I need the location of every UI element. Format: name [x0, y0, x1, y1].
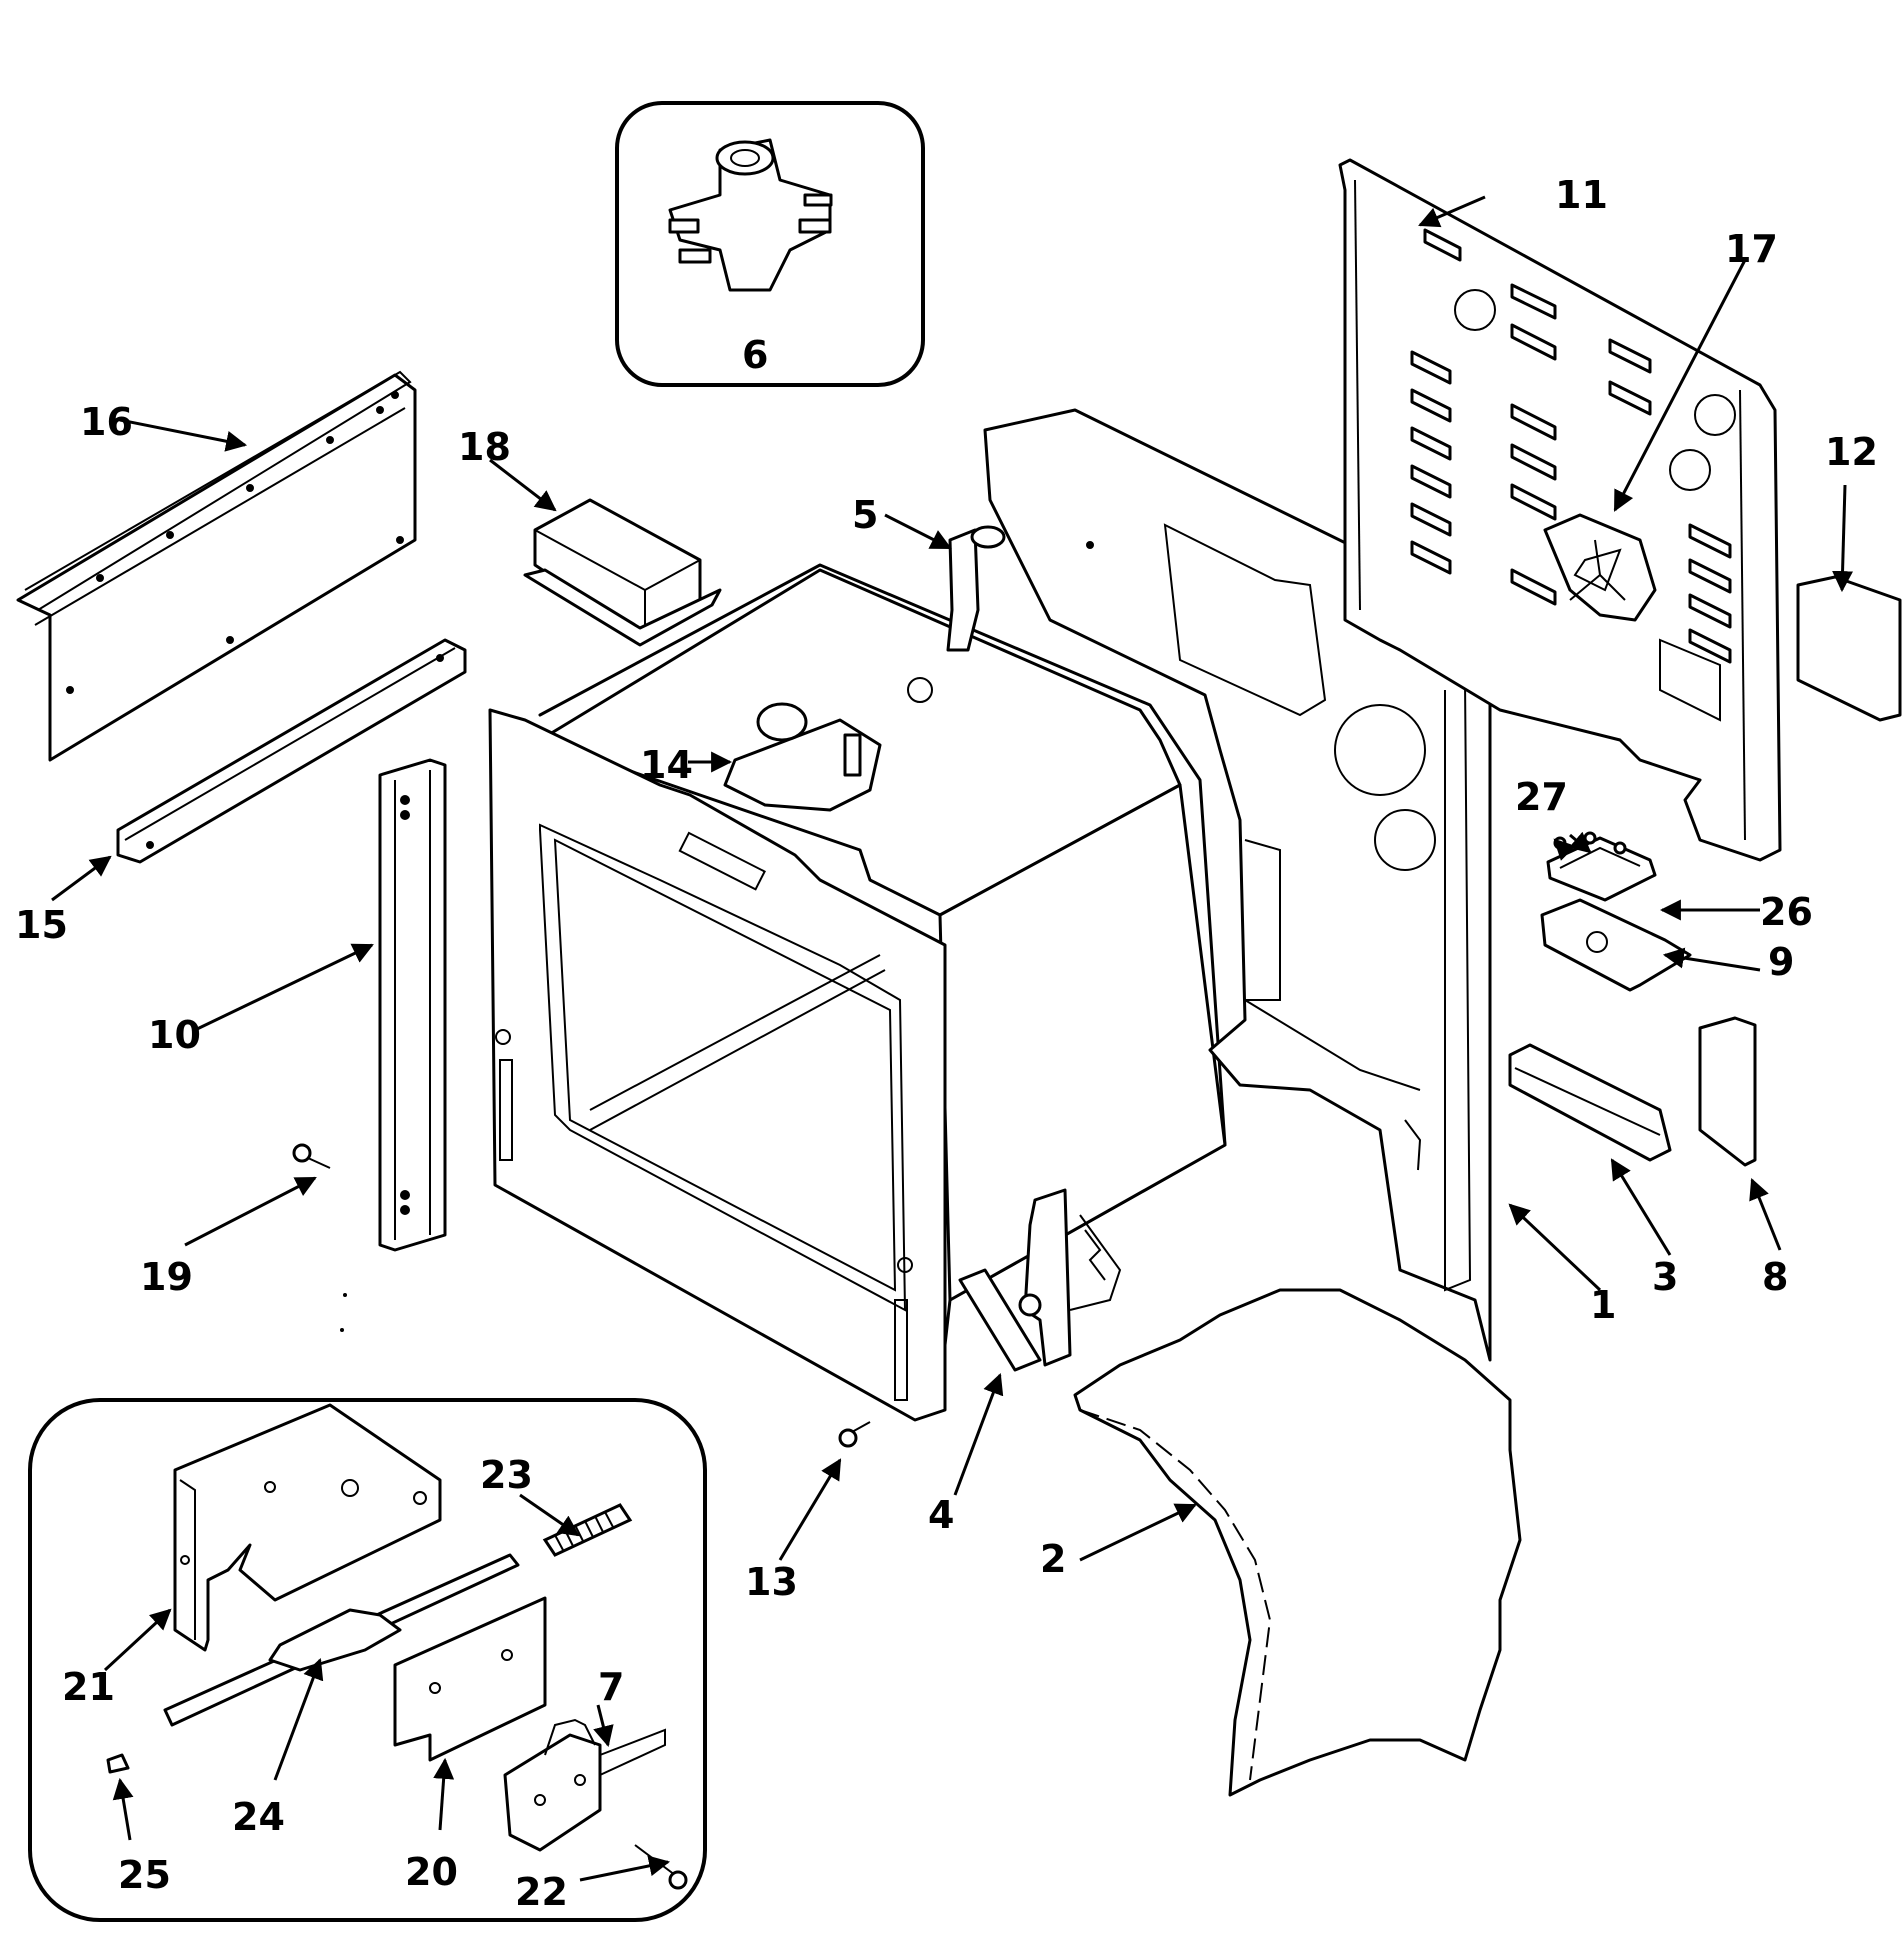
- callout-11: 11: [1555, 173, 1608, 217]
- callout-21: 21: [62, 1665, 115, 1709]
- callout-1: 1: [1590, 1283, 1616, 1327]
- part-20-latch-plate: [393, 1596, 547, 1762]
- part-11-back-panel: [1338, 158, 1782, 862]
- part-8-shield: [1698, 1016, 1757, 1167]
- callout-16: 16: [80, 400, 133, 444]
- part-12-plate: [1796, 575, 1902, 722]
- callout-18: 18: [458, 425, 511, 469]
- leader-lines: [51, 195, 1854, 1882]
- callout-19: 19: [140, 1255, 193, 1299]
- callout-12: 12: [1825, 430, 1878, 474]
- part-13-screw-icon: [838, 1421, 871, 1448]
- oven-cavity: [488, 563, 1227, 1422]
- part-26-terminal-block: [1546, 831, 1657, 902]
- part-9-bracket: [1540, 898, 1692, 992]
- callout-23: 23: [480, 1453, 533, 1497]
- callout-17: 17: [1725, 227, 1778, 271]
- part-14-thermostat-icon: [723, 702, 882, 812]
- callout-15: 15: [15, 903, 68, 947]
- part-4-door-hinge: [958, 1188, 1122, 1372]
- callout-6: 6: [742, 333, 768, 377]
- part-21-latch-bracket: [173, 1403, 442, 1652]
- part-25-nut-icon: [106, 1753, 130, 1774]
- callout-26: 26: [1760, 890, 1813, 934]
- callout-4: 4: [928, 1493, 954, 1537]
- part-7-micro-switch-icon: [503, 1718, 666, 1852]
- callout-labels: 1 2 3 4 5 6 7 8 9 10 11 12 13 14 15 16 1…: [15, 173, 1878, 1914]
- thermal-limit-switch-icon: [668, 138, 833, 292]
- callout-9: 9: [1768, 940, 1794, 984]
- part-17-fan-motor-icon: [1543, 513, 1657, 622]
- callout-7: 7: [598, 1665, 624, 1709]
- callout-20: 20: [405, 1850, 458, 1894]
- inset-door-latch-assembly: [28, 1398, 707, 1922]
- callout-3: 3: [1652, 1255, 1678, 1299]
- part-2-insulation: [1073, 1288, 1522, 1797]
- part-3-side-rail: [1508, 1043, 1672, 1162]
- part-19-screw-icon: [292, 1143, 331, 1169]
- callout-5: 5: [852, 493, 878, 537]
- callout-10: 10: [148, 1013, 201, 1057]
- callout-25: 25: [118, 1853, 171, 1897]
- panel-vent-slots: [1410, 228, 1732, 664]
- callout-27: 27: [1515, 775, 1568, 819]
- part-18-box: [523, 498, 722, 647]
- callout-24: 24: [232, 1795, 285, 1839]
- callout-22: 22: [515, 1870, 568, 1914]
- part-5-vent-tube: [946, 525, 1006, 652]
- part-16-top-rail: [16, 370, 417, 762]
- callout-14: 14: [640, 743, 693, 787]
- part-24-latch-rod: [163, 1553, 520, 1727]
- part-15-angle-rail: [116, 638, 467, 864]
- part-10-side-strip: [378, 758, 447, 1252]
- callout-2: 2: [1040, 1537, 1066, 1581]
- callout-13: 13: [745, 1560, 798, 1604]
- inset-part-6: [615, 101, 925, 387]
- callout-8: 8: [1762, 1255, 1788, 1299]
- part-23-spring-icon: [542, 1503, 633, 1557]
